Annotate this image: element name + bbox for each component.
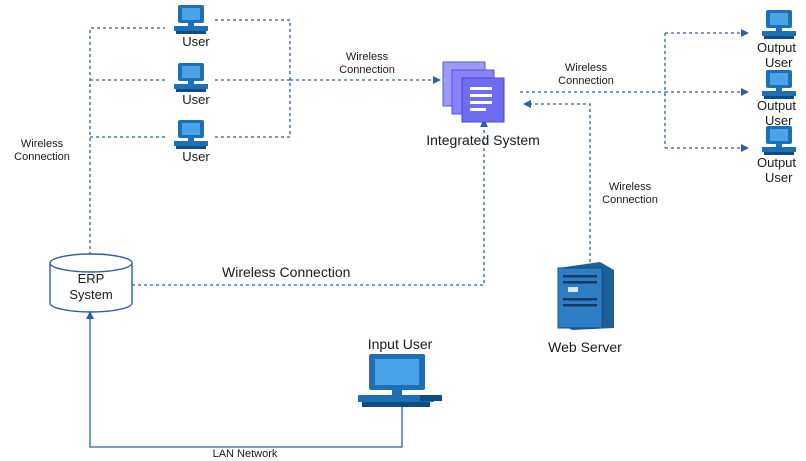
right-wireless-label-line1: Wireless (564, 62, 608, 74)
erp-to-users-trunk (89, 27, 165, 255)
user-1-computer-icon (174, 5, 208, 34)
right-wireless-label-line2: Connection (558, 75, 614, 87)
output-user-2-label-line1: Output (757, 98, 797, 113)
server-to-integrated-edge (523, 100, 591, 262)
output-user-1-label-line1: Output (757, 40, 797, 55)
web-server-icon (557, 262, 614, 330)
lan-network-label: LAN Network (212, 448, 278, 460)
erp-system-label-line2: System (69, 287, 113, 302)
top-wireless-label-line1: Wireless (345, 51, 389, 63)
user-3-label: User (182, 149, 210, 164)
server-wireless-label-line1: Wireless (608, 181, 652, 193)
output-user-3-computer-icon (762, 126, 796, 155)
output-user-3-label-line2: User (765, 170, 793, 185)
top-wireless-label-line2: Connection (339, 64, 395, 76)
input-user-computer-icon (358, 354, 442, 407)
output-user-2-label-line2: User (765, 113, 793, 128)
integrated-system-label: Integrated System (426, 132, 540, 148)
erp-to-integrated-edge (132, 119, 488, 286)
user-2-label: User (182, 92, 210, 107)
server-wireless-label-line2: Connection (602, 194, 658, 206)
user-2-computer-icon (174, 63, 208, 92)
connectors (86, 19, 749, 448)
output-user-1-computer-icon (762, 10, 796, 39)
output-user-3-label-line1: Output (757, 155, 797, 170)
web-server-label: Web Server (548, 339, 622, 355)
users-collector (215, 19, 291, 138)
integrated-system-documents-icon (442, 61, 505, 123)
user-3-computer-icon (174, 120, 208, 149)
user-1-label: User (182, 34, 210, 49)
erp-wireless-label: Wireless Connection (222, 264, 351, 280)
lan-edge (86, 311, 403, 448)
output-user-1-label-line2: User (765, 55, 793, 70)
input-user-label: Input User (367, 336, 433, 352)
left-wireless-label-line2: Connection (14, 151, 70, 163)
output-user-2-computer-icon (762, 70, 796, 99)
erp-system-label-line1: ERP (77, 271, 105, 286)
erp-database-icon (49, 253, 133, 313)
left-wireless-label-line1: Wireless (20, 138, 64, 150)
